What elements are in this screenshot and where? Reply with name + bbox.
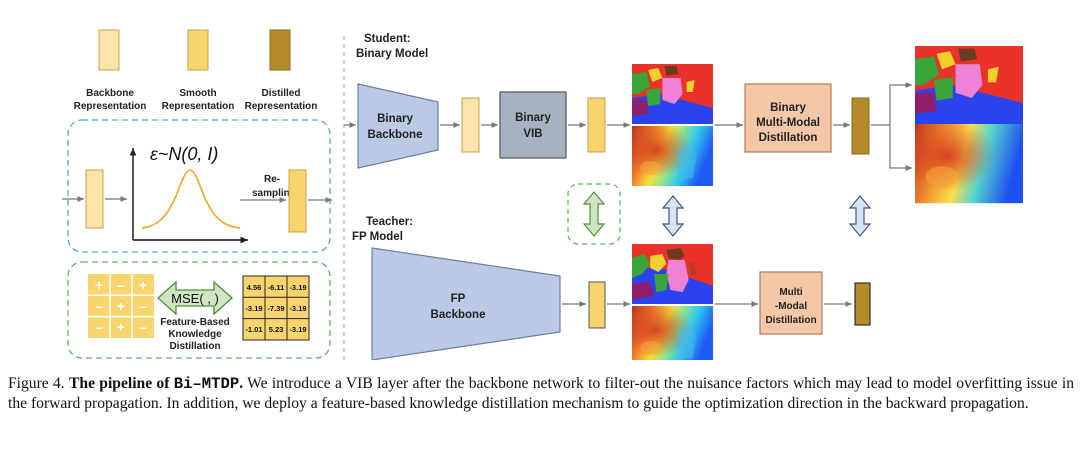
kd-vertical-arrow-icon [582, 191, 606, 237]
teacher-heading-2: FP Model [352, 231, 403, 243]
student-backbone-representation [461, 97, 480, 153]
sign-cell: – [139, 298, 147, 314]
matrix-cell: -3.19 [289, 304, 306, 313]
caption-period: . [239, 375, 244, 392]
backbone-rep-label-1: Backbone [86, 88, 134, 99]
binary-vib-block [499, 91, 567, 159]
mse-double-arrow-icon [157, 280, 233, 316]
sign-cell: – [95, 298, 103, 314]
sign-cell: + [139, 277, 147, 293]
resampling-label-2: sampling [252, 188, 296, 199]
student-depth-image [632, 126, 713, 186]
student-smooth-representation [587, 97, 606, 153]
teacher-depth-image [632, 306, 713, 360]
caption-bold-prefix: The pipeline of [69, 375, 170, 392]
matrix-cell: 4.56 [247, 283, 262, 292]
figure-caption: Figure 4. The pipeline of Bi–MTDP. We in… [8, 374, 1074, 414]
matrix-cell: -6.11 [268, 283, 285, 292]
caption-label: Figure 4. [8, 375, 65, 392]
caption-model-name: Bi–MTDP [173, 375, 240, 393]
binary-backbone-label-2: Backbone [368, 129, 423, 141]
student-heading-2: Binary Model [356, 48, 428, 60]
matrix-cell: 5.23 [269, 325, 284, 334]
caption-text: We introduce a VIB layer after the backb… [8, 375, 1075, 412]
sign-cell: + [95, 277, 103, 293]
distilled-rep-label-1: Distilled [262, 88, 301, 99]
student-seg-image [632, 64, 713, 124]
student-distilled-representation [851, 97, 870, 155]
matrix-cell: -1.01 [245, 325, 262, 334]
teacher-heading-1: Teacher: [366, 216, 413, 228]
student-heading-1: Student: [364, 33, 411, 45]
distilled-representation-swatch [269, 29, 291, 71]
sign-cell: + [117, 319, 125, 335]
sign-cell: – [139, 319, 147, 335]
kd-link-box [567, 183, 621, 245]
fp-backbone-label-1: FP [451, 293, 466, 305]
binary-vib-label-1: Binary [515, 112, 551, 124]
smooth-rep-label-1: Smooth [179, 88, 216, 99]
binary-backbone [357, 83, 439, 169]
kd-label-3: Distillation [169, 341, 220, 352]
vib-input-representation [85, 169, 104, 229]
sign-cell: – [95, 319, 103, 335]
smooth-representation-swatch [187, 29, 209, 71]
vib-output-representation [288, 169, 307, 233]
final-seg-image [915, 46, 1023, 124]
matrix-cell: -3.19 [289, 283, 306, 292]
fp-backbone [371, 247, 561, 360]
teacher-distilled-representation [854, 282, 871, 326]
resampling-label-1: Re- [264, 174, 280, 185]
binary-vib-label-2: VIB [523, 128, 542, 140]
value-matrix: 4.56 -6.11 -3.19 -3.19 -7.39 -3.19 -1.01… [242, 275, 310, 341]
pipeline-figure: Backbone Representation Smooth Represent… [62, 29, 1023, 360]
sign-cell: – [117, 277, 125, 293]
binary-distill-label-1: Binary [770, 102, 806, 114]
binary-backbone-label-1: Binary [377, 113, 413, 125]
matrix-cell: -3.19 [289, 325, 306, 334]
binary-multimodal-distillation-block [744, 83, 832, 153]
kd-panel [67, 261, 331, 359]
binary-distill-label-2: Multi-Modal [756, 117, 820, 129]
gaussian-curve [141, 169, 241, 229]
matrix-cell: -7.39 [267, 304, 284, 313]
backbone-rep-label-2: Representation [74, 101, 147, 112]
noise-formula: ε~N(0, I) [150, 144, 218, 164]
kd-label-1: Feature-Based [160, 317, 229, 328]
distilled-rep-label-2: Representation [245, 101, 318, 112]
kd-label-2: Knowledge [168, 329, 222, 340]
output-vertical-arrow-icon [661, 195, 685, 237]
sign-cell: + [117, 298, 125, 314]
teacher-distill-label-2: -Modal [775, 301, 807, 312]
multimodal-distillation-block [759, 271, 823, 335]
fp-backbone-label-2: Backbone [431, 309, 486, 321]
backbone-representation-swatch [98, 29, 120, 71]
sign-grid: + – + – + – – + – [88, 274, 154, 338]
matrix-cell: -3.19 [245, 304, 262, 313]
smooth-rep-label-2: Representation [162, 101, 235, 112]
binary-distill-label-3: Distillation [759, 132, 818, 144]
teacher-distill-label-3: Distillation [765, 315, 816, 326]
distill-vertical-arrow-icon [848, 195, 872, 237]
teacher-seg-image [632, 244, 713, 304]
final-depth-image [915, 124, 1023, 204]
teacher-representation [588, 281, 606, 329]
mse-label: MSE( , ) [171, 291, 219, 306]
teacher-distill-label-1: Multi [779, 287, 803, 298]
